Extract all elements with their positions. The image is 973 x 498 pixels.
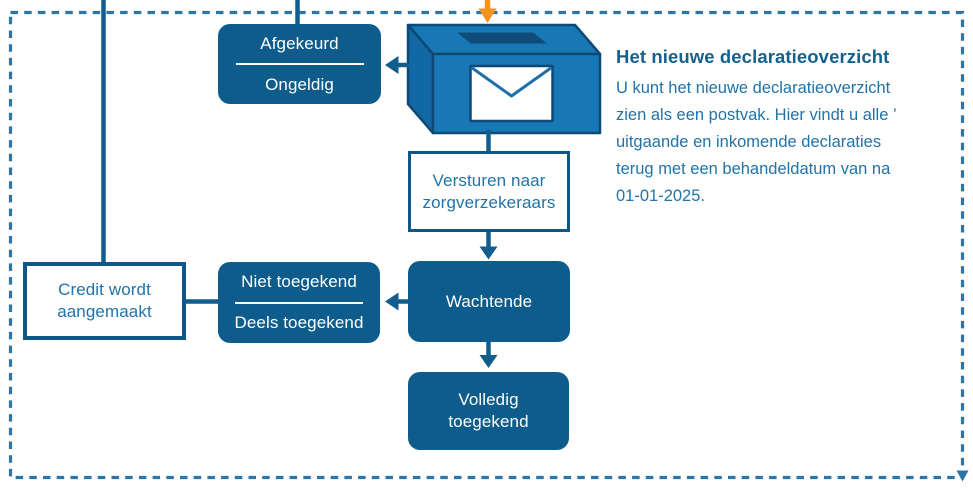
invalid-label: Ongeldig — [265, 74, 334, 94]
dashed-border — [8, 10, 965, 480]
waiting-label: Wachtende — [445, 291, 533, 311]
fully-granted-label: Volledig toegekend — [448, 390, 529, 431]
annotation-body: U kunt het nieuwe declaratieoverzicht zi… — [616, 79, 897, 205]
waiting-box: Wachtende — [408, 261, 570, 342]
not-granted-partially-granted-box: Niet toegekend Deels toegekend — [218, 262, 380, 343]
rejected-label: Afgekeurd — [260, 33, 339, 53]
not-granted-label: Niet toegekend — [241, 271, 357, 291]
envelope-icon — [469, 64, 554, 123]
fully-granted-box: Volledig toegekend — [408, 372, 569, 450]
annotation-title: Het nieuwe declaratieoverzicht — [616, 46, 890, 67]
mailbox-icon — [406, 23, 602, 135]
send-to-insurers-box: Versturen naar zorgverzekeraars — [408, 151, 570, 232]
arrow-send-to-waiting — [479, 232, 498, 260]
annotation-block: Het nieuwe declaratieoverzicht U kunt he… — [616, 46, 961, 210]
incoming-arrow-icon — [478, 0, 497, 23]
send-to-insurers-label: Versturen naar zorgverzekeraars — [422, 170, 556, 212]
credit-created-label: Credit wordt aangemaakt — [57, 280, 152, 321]
box-divider — [235, 63, 364, 65]
border-corner-arrow-icon — [956, 470, 969, 482]
arrow-mailbox-to-rejected — [385, 56, 409, 74]
arrow-waiting-to-not-granted — [385, 292, 409, 311]
box-divider — [235, 301, 363, 304]
credit-created-box: Credit wordt aangemaakt — [23, 262, 186, 340]
partially-granted-label: Deels toegekend — [234, 313, 364, 333]
arrow-waiting-to-fully-granted — [479, 342, 498, 368]
rejected-invalid-box: Afgekeurd Ongeldig — [218, 24, 381, 104]
